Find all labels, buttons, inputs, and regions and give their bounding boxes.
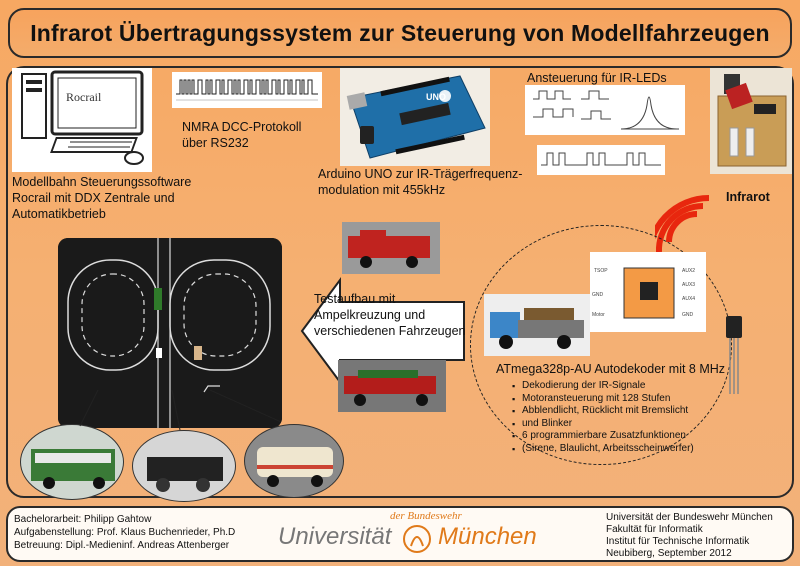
feature-item: 6 programmierbare Zusatzfunktionen [512,430,694,443]
software-line-2: Rocrail mit DDX Zentrale und [12,191,175,205]
fire-truck-photo-2 [338,360,446,412]
fire-truck-photo-1 [342,222,440,274]
main-panel [6,66,794,498]
arduino-board-photo [340,68,490,166]
svg-text:AUX4: AUX4 [682,296,695,302]
university-seal-icon [403,525,431,553]
feature-item: Motoransteuerung mit 128 Stufen [512,393,694,406]
university-logo-left: Universität [278,523,392,550]
svg-text:GND: GND [592,292,604,298]
arduino-board-label: UNO [426,92,446,102]
dcc-signal-diagram [172,72,322,108]
led-control-title: Ansteuerung für IR-LEDs [527,71,667,85]
arduino-line-1: Arduino UNO zur IR-Trägerfrequenz- [318,167,523,181]
software-line-3: Automatikbetrieb [12,207,106,221]
infrared-label: Infrarot [726,190,770,204]
decoder-dashed-ellipse [470,225,732,465]
university-logo-subtitle: der Bundeswehr [390,510,462,522]
computer-illustration [12,68,152,172]
footer-right-line-2: Fakultät für Informatik [606,524,703,535]
feature-item: Dekodierung der IR-Signale [512,380,694,393]
arduino-line-2: modulation mit 455kHz [318,183,446,197]
svg-text:AUX3: AUX3 [682,282,695,288]
title-banner: Infrarot Übertragungssystem zur Steuerun… [8,8,792,58]
university-logo-right: München [438,523,537,550]
decoder-title: ATmega328p-AU Autodekoder mit 8 MHz [496,362,726,376]
poster-title: Infrarot Übertragungssystem zur Steuerun… [30,19,770,46]
led-timing-diagrams [525,85,685,135]
decoder-truck-photo [484,294,590,356]
camper-van-photo [244,424,344,498]
svg-text:Motor: Motor [592,312,605,318]
footer-panel: Bachelorarbeit: Philipp Gahtow Aufgabens… [6,506,794,562]
protocol-line-1: NMRA DCC-Protokoll [182,120,302,134]
feature-item: Abblendlicht, Rücklicht mit Bremslicht [512,405,694,418]
feature-item-continuation: (Sirene, Blaulicht, Arbeitsscheinwerfer) [512,443,694,456]
footer-right-line-1: Universität der Bundeswehr München [606,512,773,523]
test-track-photo [58,238,282,428]
footer-left-line-3: Betreuung: Dipl.-Medieninf. Andreas Atte… [14,540,230,551]
test-setup-line-1: Testaufbau mit [314,292,396,306]
test-setup-line-3: verschiedenen Fahrzeugen [314,324,466,338]
footer-right-line-4: Neubiberg, September 2012 [606,548,732,559]
software-line-1: Modellbahn Steuerungssoftware [12,175,192,189]
rocrail-logo: Rocrail [66,90,102,104]
ir-pulse-diagram [537,145,665,175]
footer-left-line-1: Bachelorarbeit: Philipp Gahtow [14,514,152,525]
test-setup-line-2: Ampelkreuzung und [314,308,426,322]
footer-left-line-2: Aufgabenstellung: Prof. Klaus Buchenried… [14,527,236,538]
svg-text:TSOP: TSOP [594,268,608,274]
feature-item-continuation: und Blinker [512,418,694,431]
svg-text:GND: GND [682,312,694,318]
ir-led-board-photo [710,68,792,174]
decoder-feature-list: Dekodierung der IR-Signale Motoransteuer… [512,380,694,455]
protocol-line-2: über RS232 [182,136,249,150]
bus-photo [20,424,124,500]
footer-right-line-3: Institut für Technische Informatik [606,536,750,547]
locomotive-photo [132,430,236,502]
svg-text:AUX2: AUX2 [682,268,695,274]
connector-lines [79,390,280,431]
ir-receiver-icon [726,316,742,394]
